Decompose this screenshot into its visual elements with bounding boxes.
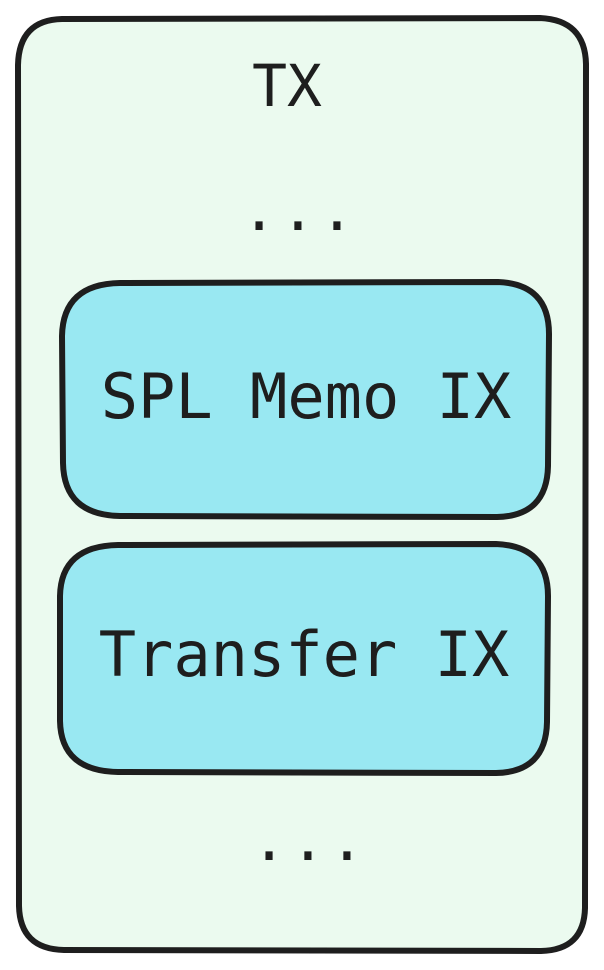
- ellipsis-top: ...: [242, 176, 359, 244]
- instruction-spl-memo: SPL Memo IX: [59, 279, 552, 520]
- tx-title: TX: [252, 52, 322, 120]
- instruction-spl-memo-box: [59, 279, 552, 520]
- instruction-transfer: Transfer IX: [57, 541, 551, 776]
- instruction-transfer-box: [57, 541, 551, 776]
- ellipsis-bottom: ...: [252, 806, 369, 874]
- instruction-transfer-label: Transfer IX: [99, 618, 510, 691]
- instruction-spl-memo-label: SPL Memo IX: [101, 360, 512, 433]
